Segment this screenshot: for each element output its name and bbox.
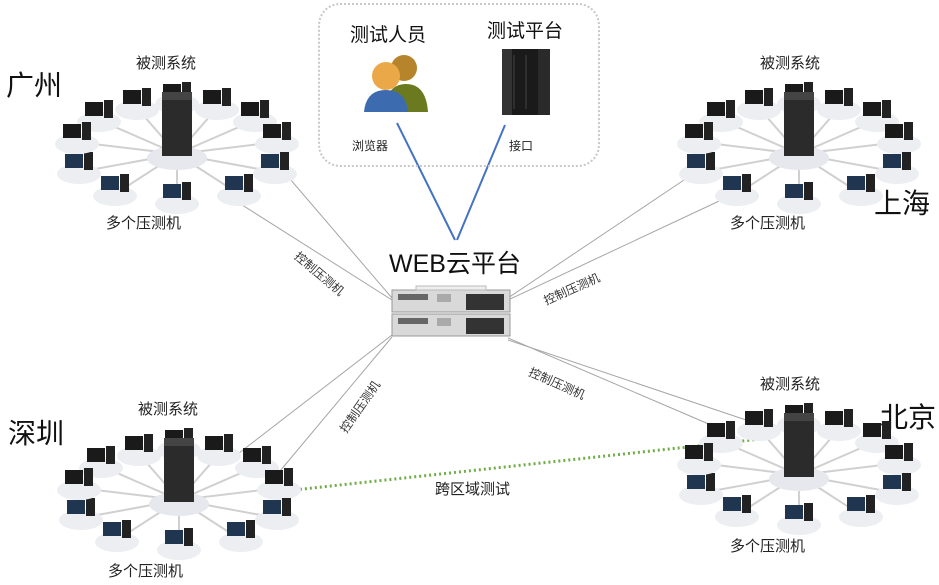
loaders-label-shenzhen: 多个压测机 [108,562,184,580]
workstation-icon [875,473,919,505]
workstation-icon [839,495,883,527]
workstation-icon [257,468,301,500]
workstation-icon [59,498,103,530]
test-platform-server-icon [502,49,550,115]
workstation-icon [217,174,261,206]
workstation-icon [95,520,139,552]
workstation-icon [737,409,781,441]
cluster-shenzhen [54,422,304,562]
cluster-guangzhou [52,76,302,216]
workstation-icon [55,122,99,154]
workstation-icon [155,182,199,214]
cluster-beijing [674,397,924,537]
workstation-icon [57,468,101,500]
system-server-icon [164,438,194,502]
workstation-icon [817,88,861,120]
loaders-label-shanghai: 多个压测机 [730,214,806,232]
loaders-label-guangzhou: 多个压测机 [106,214,182,232]
workstation-icon [839,174,883,206]
browser-link [396,122,456,241]
workstation-icon [777,503,821,535]
workstation-icon [715,495,759,527]
control-line-guangzhou-a [271,157,393,299]
system-label-beijing: 被测系统 [760,375,821,393]
control-line-shenzhen-b [269,336,393,484]
platform-label: 测试平台 [487,20,564,42]
workstation-icon [679,152,723,184]
workstation-icon [255,498,299,530]
cross-region-label: 跨区域测试 [435,480,511,498]
workstation-icon [737,88,781,120]
control-line-shanghai-a [507,179,685,299]
workstation-icon [877,122,921,154]
workstation-icon [875,152,919,184]
tester-label: 测试人员 [350,24,427,46]
workstation-icon [715,174,759,206]
workstation-icon [157,528,201,560]
workstation-icon [877,443,921,475]
workstation-icon [93,174,137,206]
system-label-shenzhen: 被测系统 [138,400,199,418]
city-label-guangzhou: 广州 [6,69,63,102]
workstation-icon [255,122,299,154]
cluster-graphic [677,403,921,535]
workstation-icon [817,409,861,441]
workstation-icon [253,152,297,184]
control-line-shenzhen-a [229,334,393,461]
system-server-icon [162,92,192,156]
interface-label: 接口 [509,139,534,153]
workstation-icon [219,520,263,552]
system-server-icon [784,413,814,477]
workstation-icon [195,88,239,120]
browser-label: 浏览器 [352,139,389,153]
system-server-icon [784,92,814,156]
city-label-shenzhen: 深圳 [8,417,65,450]
interface-link [456,124,506,241]
city-label-shanghai: 上海 [874,187,931,220]
workstation-icon [777,182,821,214]
cluster-graphic [55,82,299,214]
cluster-graphic [677,82,921,214]
workstation-icon [679,473,723,505]
cluster-graphic [57,428,301,560]
cloud-server-icon [391,285,511,337]
control-line-beijing-b [507,339,753,423]
workstation-icon [677,122,721,154]
cluster-shanghai [674,76,924,216]
control-line-shanghai-b [507,194,733,301]
users-icon [364,55,428,112]
workstation-icon [117,434,161,466]
workstation-icon [197,434,241,466]
system-label-shanghai: 被测系统 [760,54,821,72]
control-line-beijing-a [507,337,719,429]
system-label-guangzhou: 被测系统 [136,54,197,72]
workstation-icon [677,443,721,475]
workstation-icon [115,88,159,120]
control-line-guangzhou-b [227,195,393,301]
workstation-icon [57,152,101,184]
cloud-platform-title: WEB云平台 [389,250,521,278]
user-group-box [318,3,600,167]
loaders-label-beijing: 多个压测机 [730,537,806,555]
